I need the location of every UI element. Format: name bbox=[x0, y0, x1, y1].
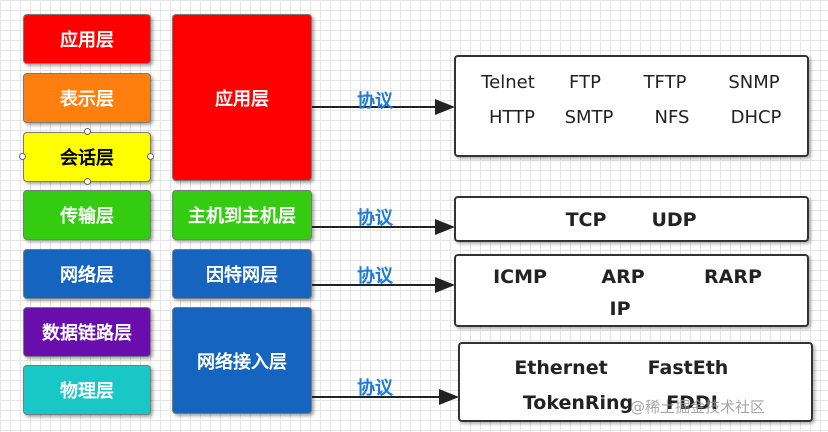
protocol-nfs: NFS bbox=[654, 107, 690, 128]
protocol-smtp: SMTP bbox=[564, 107, 614, 128]
protocol-arp: ARP bbox=[601, 266, 645, 288]
selection-handle-bottom[interactable] bbox=[84, 178, 91, 185]
protocol-tcp: TCP bbox=[565, 209, 607, 231]
osi-transport-layer: 传输层 bbox=[23, 190, 151, 240]
host-to-host-protocols-box: TCP UDP bbox=[454, 196, 809, 242]
tcpip-network-access-layer: 网络接入层 bbox=[172, 307, 312, 414]
protocol-telnet: Telnet bbox=[481, 72, 535, 93]
protocol-dhcp: DHCP bbox=[730, 107, 782, 128]
protocol-rarp: RARP bbox=[704, 266, 762, 288]
protocol-label-internet: 协议 bbox=[357, 266, 393, 287]
tcpip-host-to-host-layer: 主机到主机层 bbox=[172, 190, 312, 240]
protocol-ftp: FTP bbox=[569, 72, 601, 93]
internet-protocols-box: ICMP ARP RARP IP bbox=[454, 254, 809, 327]
tcpip-internet-layer: 因特网层 bbox=[172, 249, 312, 299]
protocol-label-host-to-host: 协议 bbox=[357, 208, 393, 229]
protocol-label-application: 协议 bbox=[357, 91, 393, 112]
protocol-tokenring: TokenRing bbox=[522, 392, 634, 414]
osi-session-layer: 会话层 bbox=[23, 132, 151, 182]
protocol-udp: UDP bbox=[651, 209, 697, 231]
protocol-fddi: FDDI bbox=[666, 392, 718, 414]
protocol-ethernet: Ethernet bbox=[514, 357, 608, 379]
selection-handle-right[interactable] bbox=[147, 153, 154, 160]
tcpip-application-layer: 应用层 bbox=[172, 14, 312, 181]
osi-application-layer: 应用层 bbox=[23, 14, 151, 64]
protocol-label-network-access: 协议 bbox=[357, 378, 393, 399]
osi-network-layer: 网络层 bbox=[23, 249, 151, 299]
protocol-ip: IP bbox=[609, 298, 631, 320]
watermark: @稀土掘金技术社区 bbox=[630, 398, 766, 416]
network-access-protocols-box: Ethernet FastEth TokenRing FDDI bbox=[458, 342, 813, 422]
protocol-http: HTTP bbox=[488, 107, 536, 128]
protocol-snmp: SNMP bbox=[728, 72, 780, 93]
protocol-icmp: ICMP bbox=[493, 266, 547, 288]
selection-handle-left[interactable] bbox=[19, 153, 26, 160]
osi-presentation-layer: 表示层 bbox=[23, 73, 151, 123]
application-protocols-box: Telnet FTP TFTP SNMP HTTP SMTP NFS DHCP bbox=[454, 55, 809, 157]
osi-data-link-layer: 数据链路层 bbox=[23, 307, 151, 357]
protocol-tftp: TFTP bbox=[643, 72, 687, 93]
selection-handle-top[interactable] bbox=[84, 128, 91, 135]
osi-physical-layer: 物理层 bbox=[23, 365, 151, 415]
protocol-fasteth: FastEth bbox=[647, 357, 729, 379]
